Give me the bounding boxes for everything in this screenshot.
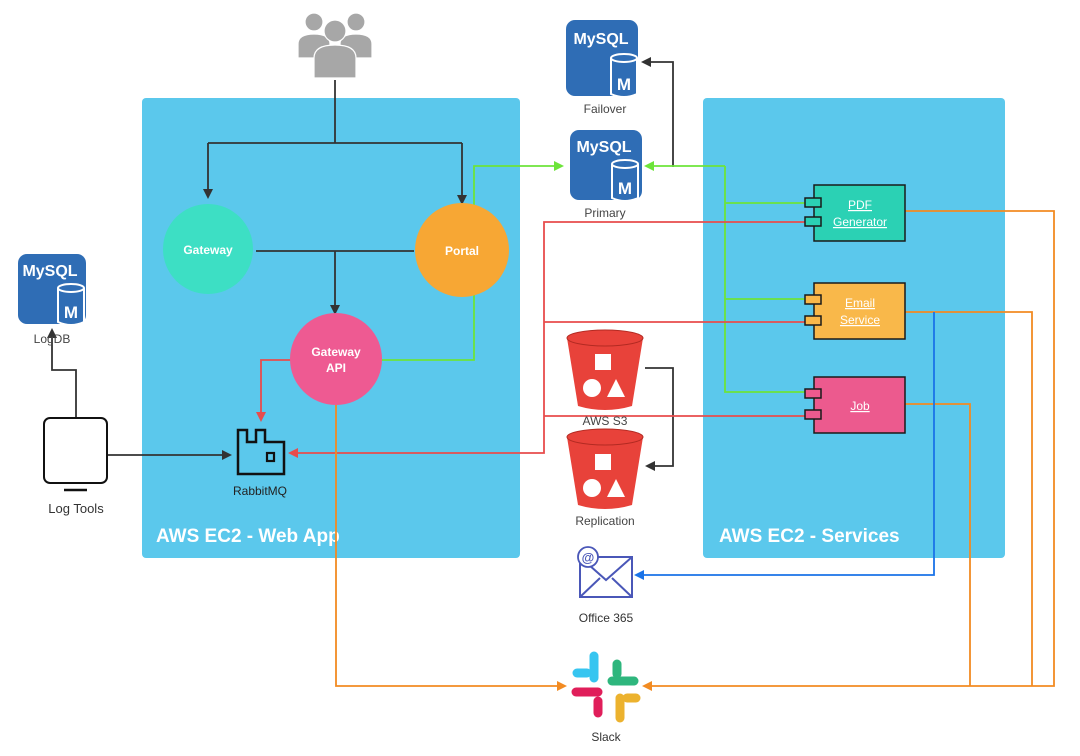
queue-connectors [256, 221, 808, 458]
mysql-primary-badge: M [618, 179, 632, 198]
mysql-primary-brand: MySQL [576, 139, 631, 156]
svg-text:@: @ [582, 550, 595, 565]
email-service-label-line2: Service [840, 313, 880, 327]
job-label: Job [850, 399, 870, 413]
gateway-api-label-line2: API [326, 361, 346, 375]
mysql-logdb-badge: M [64, 303, 78, 322]
email-service-node[interactable]: Email Service [804, 282, 906, 340]
mysql-failover-badge: M [617, 75, 631, 94]
portal-label: Portal [445, 244, 479, 258]
mysql-failover-brand: MySQL [573, 31, 628, 48]
rabbitmq-label: RabbitMQ [233, 484, 287, 498]
s3-replication-label: Replication [575, 514, 634, 528]
gateway-api-label-line1: Gateway [311, 345, 361, 359]
mysql-failover-label: Failover [584, 102, 627, 116]
ec2-webapp-title: AWS EC2 - Web App [156, 526, 340, 547]
pdf-generator-node[interactable]: PDF Generator [804, 184, 906, 242]
users-connectors [47, 57, 674, 471]
s3-replication-node[interactable]: Replication [566, 428, 644, 528]
rabbitmq-icon [236, 428, 286, 476]
slack-icon [571, 651, 641, 723]
pdf-generator-label-line2: Generator [833, 215, 887, 229]
slack-node[interactable]: Slack [571, 651, 641, 744]
pdf-generator-label-line1: PDF [848, 198, 872, 212]
job-node[interactable]: Job [804, 376, 906, 434]
gateway-api-node[interactable]: Gateway API [290, 313, 382, 405]
office365-label: Office 365 [579, 611, 634, 625]
s3-primary-node[interactable]: AWS S3 [566, 329, 644, 428]
mysql-failover-node[interactable]: MySQL M Failover [566, 20, 638, 116]
users-icon [297, 12, 373, 79]
office365-node[interactable]: @ Office 365 [577, 546, 634, 625]
ec2-services-title: AWS EC2 - Services [719, 526, 900, 547]
gateway-node[interactable]: Gateway [163, 204, 253, 294]
portal-node[interactable]: Portal [415, 203, 509, 297]
rabbitmq-node[interactable]: RabbitMQ [233, 428, 287, 498]
s3-primary-label: AWS S3 [583, 414, 628, 428]
mysql-logdb-node[interactable]: MySQL M LogDB [18, 254, 86, 346]
slack-connectors [335, 210, 1055, 691]
slack-label: Slack [591, 730, 621, 744]
mysql-primary-label: Primary [584, 206, 625, 220]
log-tools-label: Log Tools [48, 501, 104, 516]
mysql-connectors [380, 161, 808, 393]
mysql-primary-node[interactable]: MySQL M Primary [570, 130, 642, 220]
monitor-icon [43, 417, 108, 484]
office-connector [634, 312, 935, 580]
mysql-logdb-brand: MySQL [22, 263, 77, 280]
gateway-label: Gateway [183, 243, 233, 257]
mysql-logdb-label: LogDB [34, 332, 71, 346]
email-service-label-line1: Email [845, 296, 875, 310]
log-tools-node[interactable]: Log Tools [43, 417, 108, 516]
